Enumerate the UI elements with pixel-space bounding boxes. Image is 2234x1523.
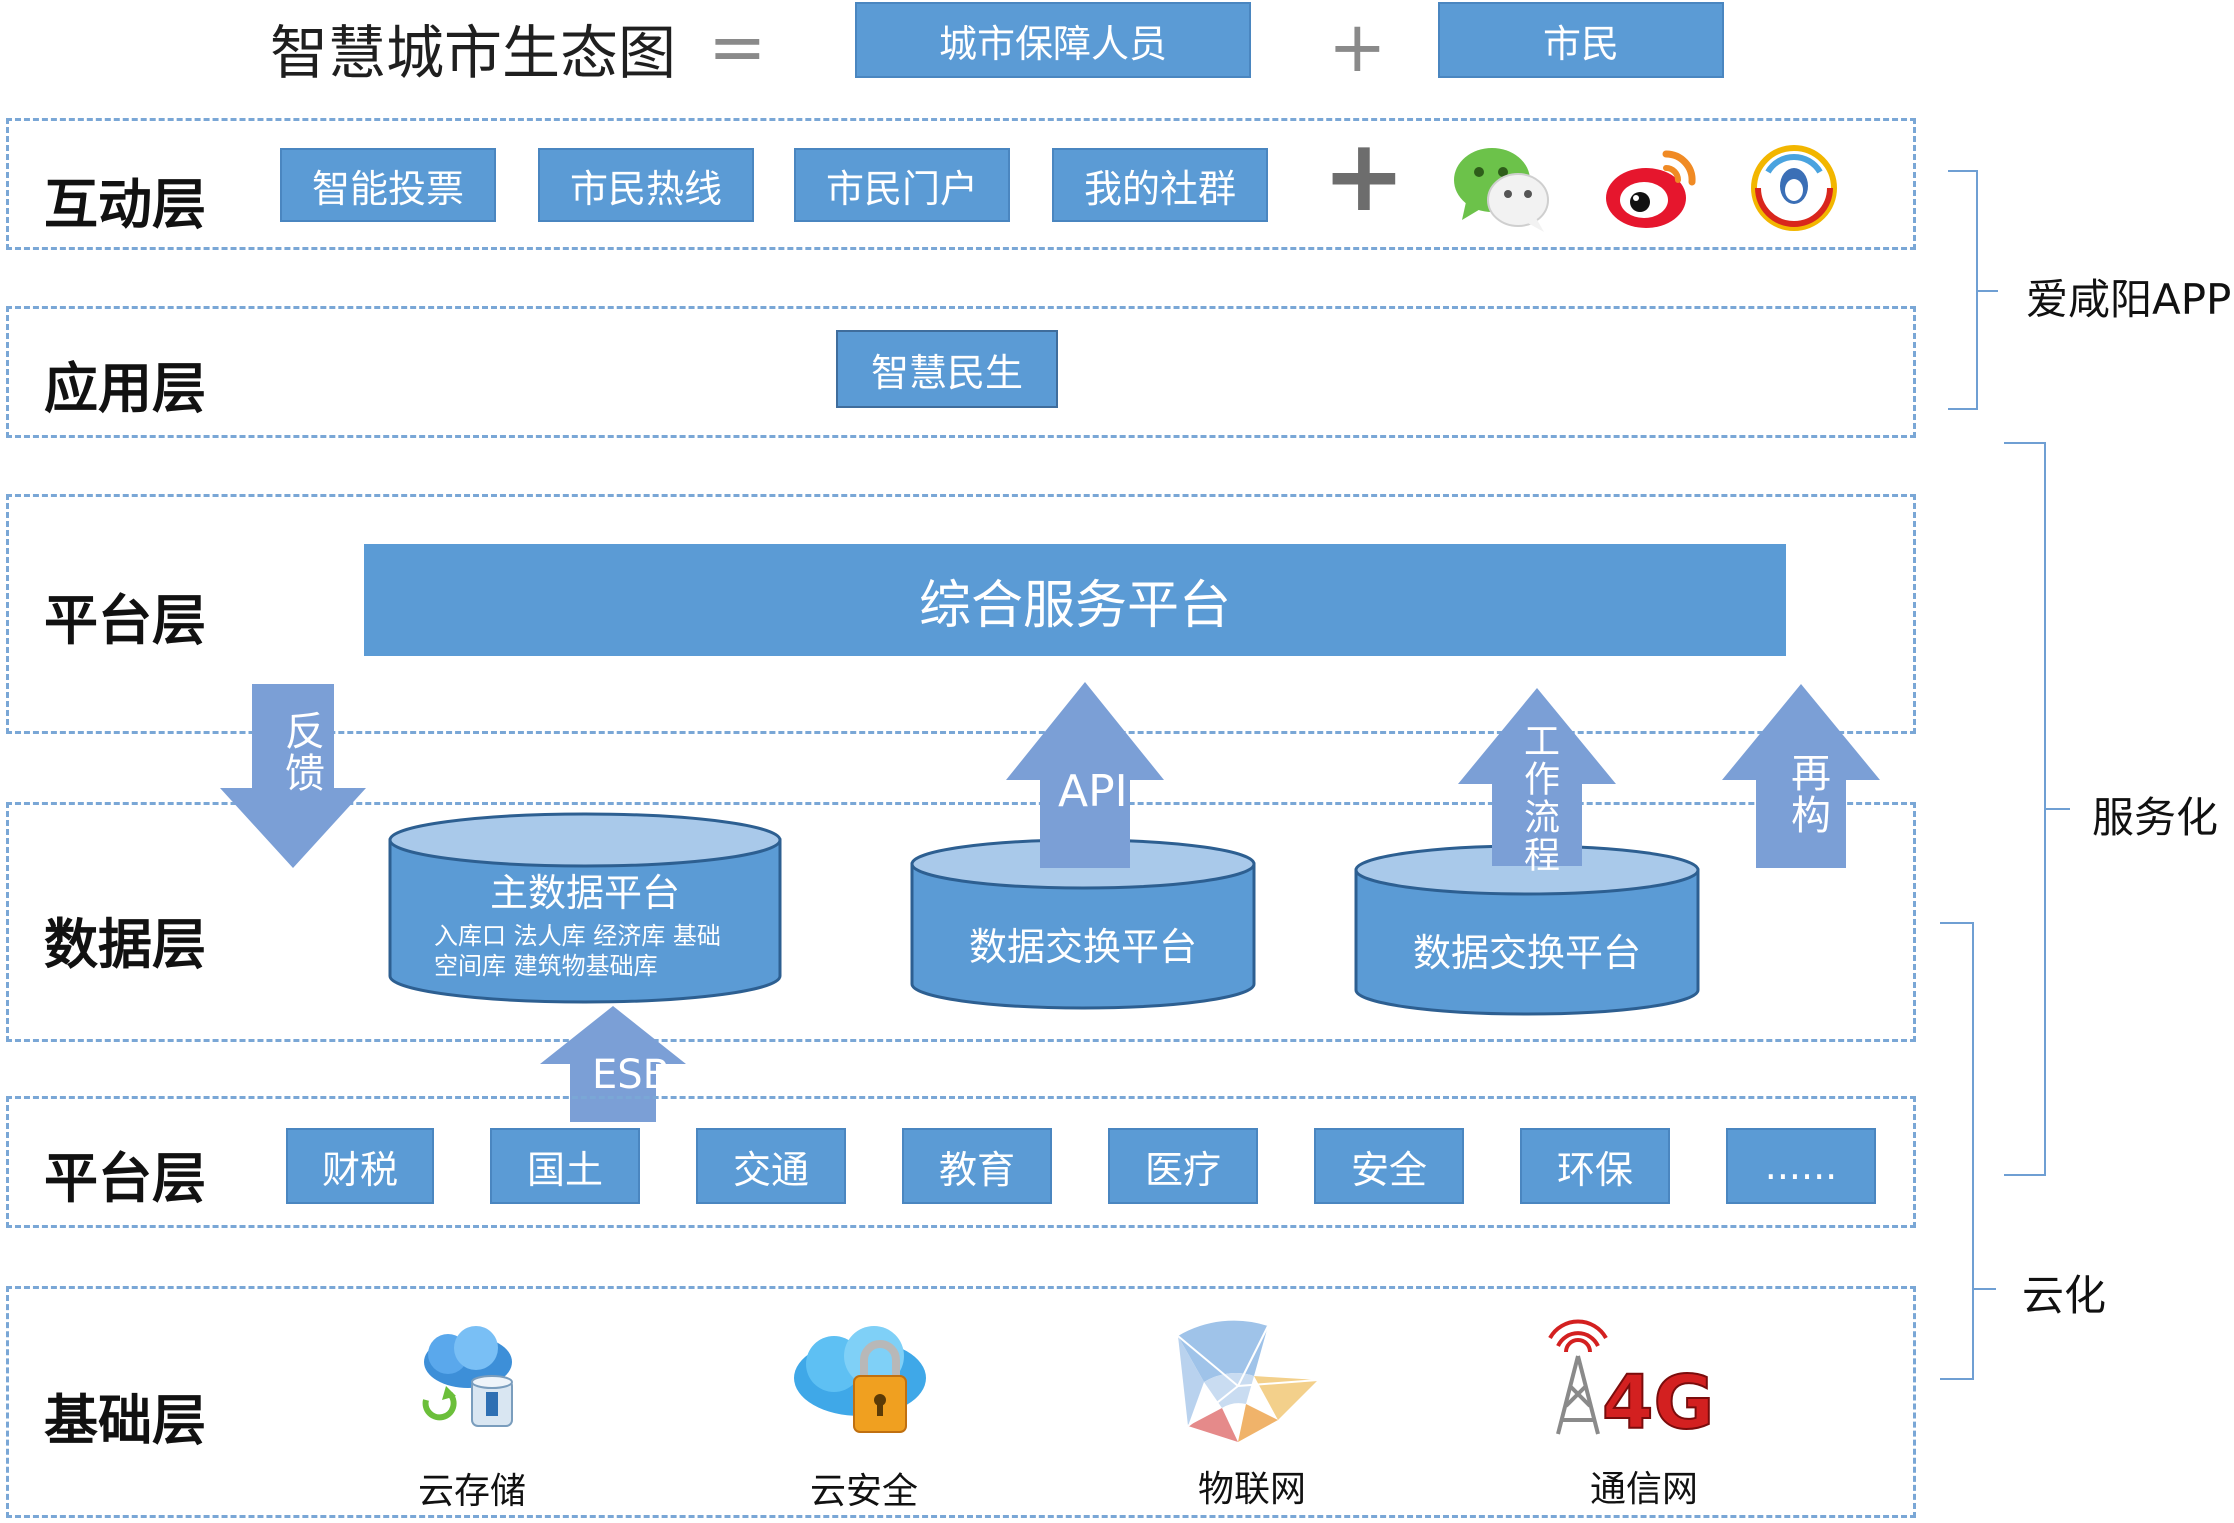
layer-interaction: [6, 118, 1916, 250]
base-item-telecom-network: 通信网: [1590, 1469, 1699, 1510]
esb-up-arrow: [540, 1006, 686, 1122]
data-exchange-cylinder-2: [1354, 844, 1700, 1016]
esb-label: ESB: [592, 1052, 671, 1098]
workflow-up-arrow: [1458, 688, 1616, 866]
feedback-label: 反馈: [278, 710, 324, 794]
layer-data: [6, 802, 1916, 1042]
data-exchange-label-1: 数据交换平台: [968, 925, 1197, 969]
wechat-icon: [1454, 148, 1549, 232]
layer-platform: [6, 494, 1916, 734]
sector-healthcare: 医疗: [1108, 1128, 1258, 1204]
cloud-security-icon: [794, 1326, 926, 1433]
plus-sign-interaction: +: [1322, 117, 1406, 234]
api-label: API: [1058, 766, 1128, 817]
tencent-qq-icon: [1751, 145, 1837, 231]
weibo-icon: [1606, 150, 1696, 228]
header-box-citizens: 市民: [1438, 2, 1724, 78]
layer-label-application: 应用层: [44, 357, 206, 420]
layer-label-platform: 平台层: [44, 589, 206, 652]
plus-sign-header: +: [1328, 6, 1387, 88]
sector-safety: 安全: [1314, 1128, 1464, 1204]
brace-label-cloud: 云化: [2022, 1271, 2107, 1320]
svg-text:4G: 4G: [1602, 1360, 1714, 1438]
brace-cloud-tick: [1974, 1288, 1996, 1290]
iot-icon: [1177, 1320, 1319, 1442]
brace-app-tick: [1978, 290, 1998, 292]
brace-cloud: [1940, 922, 1974, 1380]
sector-finance-tax: 财税: [286, 1128, 434, 1204]
brace-service: [2004, 442, 2046, 1176]
data-exchange-label-2: 数据交换平台: [1412, 931, 1641, 975]
sector-transport: 交通: [696, 1128, 846, 1204]
equals-sign: =: [708, 6, 767, 88]
integrated-service-platform: 综合服务平台: [364, 544, 1786, 656]
cloud-storage-icon: [422, 1326, 513, 1427]
sector-land: 国土: [490, 1128, 640, 1204]
base-item-iot: 物联网: [1198, 1469, 1307, 1510]
layer-label-interaction: 互动层: [44, 173, 206, 236]
restructure-label: 再构: [1784, 752, 1830, 836]
brace-service-tick: [2046, 808, 2070, 810]
item-my-community: 我的社群: [1052, 148, 1268, 222]
master-data-line2: 空间库 建筑物基础库: [434, 952, 658, 980]
sector-education: 教育: [902, 1128, 1052, 1204]
brace-label-app: 爱咸阳APP: [2026, 275, 2232, 324]
layer-label-data: 数据层: [44, 913, 206, 976]
header-box-city-staff: 城市保障人员: [855, 2, 1251, 78]
brace-label-service: 服务化: [2092, 793, 2219, 842]
4g-tower-icon: 4G: [1548, 1319, 1715, 1438]
api-up-arrow: [1006, 682, 1164, 868]
sector-environment: 环保: [1520, 1128, 1670, 1204]
base-item-cloud-storage: 云存储: [418, 1471, 527, 1512]
layer-base: [6, 1286, 1916, 1518]
item-smart-livelihood: 智慧民生: [836, 330, 1058, 408]
layer-platform-2: [6, 1096, 1916, 1228]
item-citizen-portal: 市民门户: [794, 148, 1010, 222]
workflow-label: 工作流程: [1518, 722, 1559, 874]
brace-app: [1948, 170, 1978, 410]
master-data-line1: 入库口 法人库 经济库 基础: [434, 922, 721, 950]
layer-label-platform-2: 平台层: [44, 1147, 206, 1210]
master-data-cylinder: [388, 812, 782, 1004]
item-citizen-hotline: 市民热线: [538, 148, 754, 222]
item-smart-voting: 智能投票: [280, 148, 496, 222]
master-data-title: 主数据平台: [489, 871, 680, 915]
sector-more: ......: [1726, 1128, 1876, 1204]
restructure-up-arrow: [1722, 684, 1880, 868]
layer-label-base: 基础层: [44, 1389, 206, 1452]
layer-application: [6, 306, 1916, 438]
diagram-title: 智慧城市生态图: [270, 19, 677, 87]
base-item-cloud-security: 云安全: [810, 1471, 919, 1512]
feedback-down-arrow: [220, 684, 366, 868]
